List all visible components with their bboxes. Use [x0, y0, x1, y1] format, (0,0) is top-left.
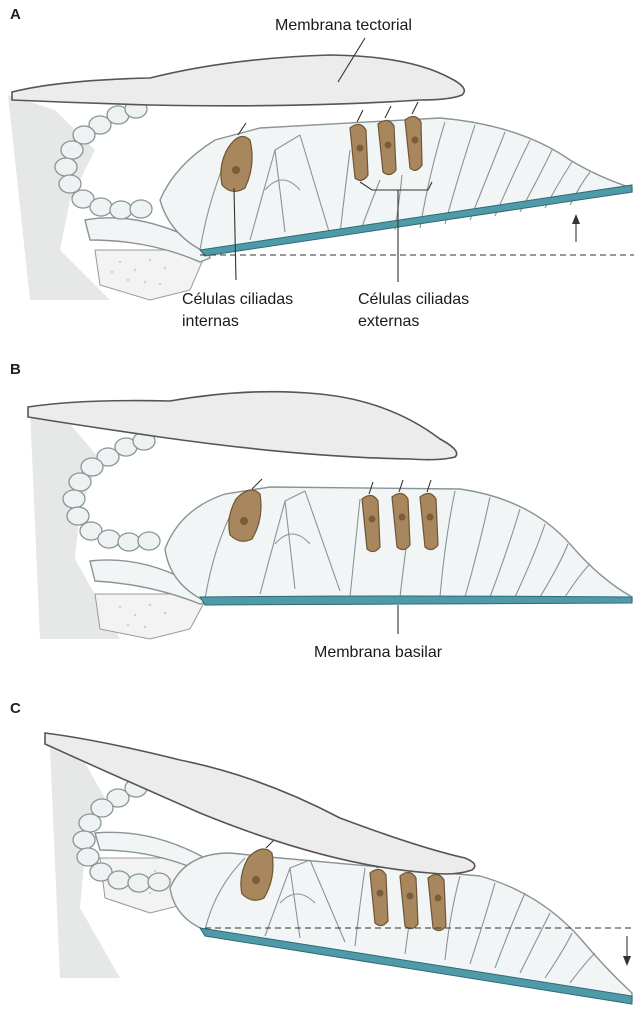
panel-letter-c: C — [10, 700, 21, 717]
arrow-up-icon — [0, 0, 636, 339]
panel-b: B Membrana basilar — [0, 339, 636, 678]
panel-letter-a: A — [10, 6, 21, 23]
panel-a: A Membrana tectorial Células ciliadas in… — [0, 0, 636, 339]
arrow-down-icon — [0, 678, 636, 1017]
tectorial-membrane — [28, 392, 457, 460]
inner-hair-cells-label-2: internas — [182, 312, 239, 332]
organ-of-corti-diagram-b — [0, 339, 636, 678]
outer-hair-cells-label-1: Células ciliadas — [358, 290, 469, 310]
basilar-membrane — [200, 596, 632, 605]
panel-c: C — [0, 678, 636, 1017]
basilar-membrane-label: Membrana basilar — [314, 643, 442, 663]
panel-letter-b: B — [10, 361, 21, 378]
tectorial-membrane-label: Membrana tectorial — [275, 16, 412, 36]
inner-hair-cells-label-1: Células ciliadas — [182, 290, 293, 310]
outer-hair-cells-label-2: externas — [358, 312, 419, 332]
